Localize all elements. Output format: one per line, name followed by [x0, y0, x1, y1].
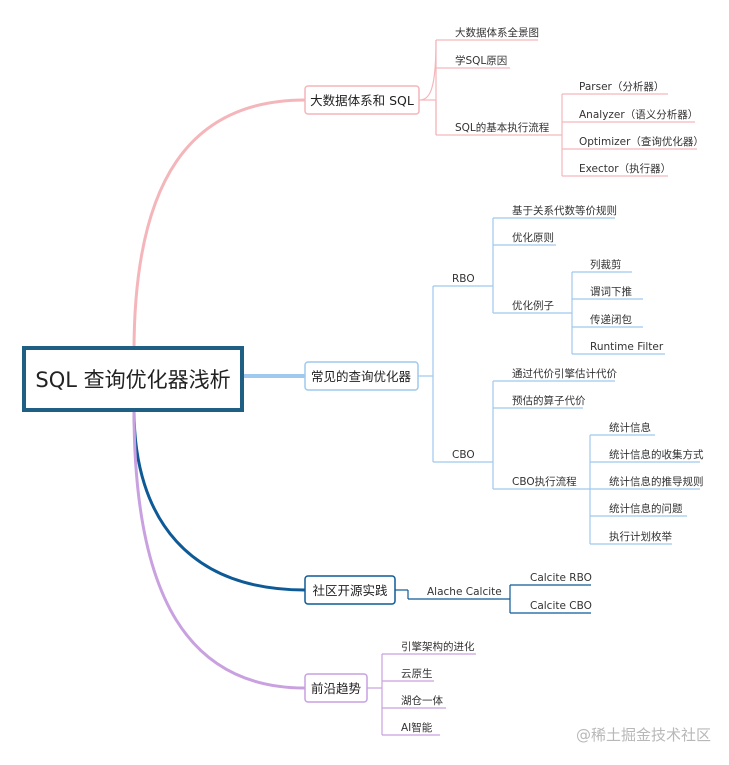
node-apache-calcite[interactable]: Alache Calcite — [427, 586, 502, 598]
node-cbo[interactable]: CBO — [452, 449, 475, 461]
branch-big-data-sql: 大数据体系和 SQL 大数据体系全景图 学SQL原因 SQL的基本执行流程 Pa… — [304, 26, 704, 177]
leaf-relational-algebra-rules[interactable]: 基于关系代数等价规则 — [512, 204, 617, 217]
leaf-ai-intelligence[interactable]: AI智能 — [401, 721, 433, 734]
watermark: @稀土掘金技术社区 — [575, 726, 711, 744]
root-title: SQL 查询优化器浅析 — [35, 368, 230, 392]
leaf-cbo-exec-flow[interactable]: CBO执行流程 — [512, 475, 577, 488]
leaf-column-pruning[interactable]: 列裁剪 — [590, 258, 622, 271]
leaf-parser[interactable]: Parser（分析器） — [579, 80, 664, 93]
leaf-cost-engine[interactable]: 通过代价引擎估计代价 — [512, 367, 617, 380]
root-node[interactable]: SQL 查询优化器浅析 — [22, 346, 244, 412]
leaf-lakehouse[interactable]: 湖仓一体 — [401, 694, 443, 707]
leaf-calcite-cbo[interactable]: Calcite CBO — [530, 600, 592, 612]
branch-frontier-trends: 前沿趋势 引擎架构的进化 云原生 湖仓一体 AI智能 — [304, 640, 476, 736]
branch-query-optimizers: 常见的查询优化器 RBO CBO 基于关系代数等价规则 优化原则 优化例子 列裁… — [304, 204, 704, 545]
leaf-plan-enumeration[interactable]: 执行计划枚举 — [609, 530, 672, 543]
connector-root-b4 — [132, 409, 306, 690]
leaf-statistics-derivation[interactable]: 统计信息的推导规则 — [609, 475, 704, 488]
branch-label: 社区开源实践 — [312, 583, 388, 598]
leaf-statistics-problems[interactable]: 统计信息的问题 — [609, 502, 683, 515]
leaf-why-sql[interactable]: 学SQL原因 — [455, 54, 507, 67]
leaf-optimizer[interactable]: Optimizer（查询优化器） — [579, 135, 704, 148]
branch-open-source-practice: 社区开源实践 Alache Calcite Calcite RBO Calcit… — [304, 572, 592, 614]
node-rbo[interactable]: RBO — [452, 273, 475, 285]
connector-root-b1 — [132, 98, 306, 353]
leaf-transitive-closure[interactable]: 传递闭包 — [590, 313, 632, 326]
leaf-operator-cost[interactable]: 预估的算子代价 — [512, 394, 586, 407]
leaf-cloud-native[interactable]: 云原生 — [401, 667, 433, 680]
leaf-big-data-overview[interactable]: 大数据体系全景图 — [455, 26, 539, 39]
leaf-sql-exec-flow[interactable]: SQL的基本执行流程 — [455, 121, 550, 134]
leaf-optimization-examples[interactable]: 优化例子 — [512, 299, 554, 312]
branch-label: 常见的查询优化器 — [311, 369, 412, 384]
connector-root-b3 — [132, 409, 306, 592]
leaf-statistics[interactable]: 统计信息 — [609, 421, 651, 434]
leaf-predicate-pushdown[interactable]: 谓词下推 — [590, 285, 632, 298]
leaf-runtime-filter[interactable]: Runtime Filter — [590, 341, 664, 353]
leaf-engine-evolution[interactable]: 引擎架构的进化 — [401, 640, 475, 653]
leaf-calcite-rbo[interactable]: Calcite RBO — [530, 572, 592, 584]
leaf-exector[interactable]: Exector（执行器） — [579, 162, 671, 175]
leaf-statistics-collection[interactable]: 统计信息的收集方式 — [609, 448, 704, 461]
branch-label: 前沿趋势 — [311, 681, 362, 696]
branch-label: 大数据体系和 SQL — [310, 93, 414, 108]
leaf-analyzer[interactable]: Analyzer（语义分析器） — [579, 108, 698, 121]
leaf-optimization-principle[interactable]: 优化原则 — [512, 231, 554, 244]
